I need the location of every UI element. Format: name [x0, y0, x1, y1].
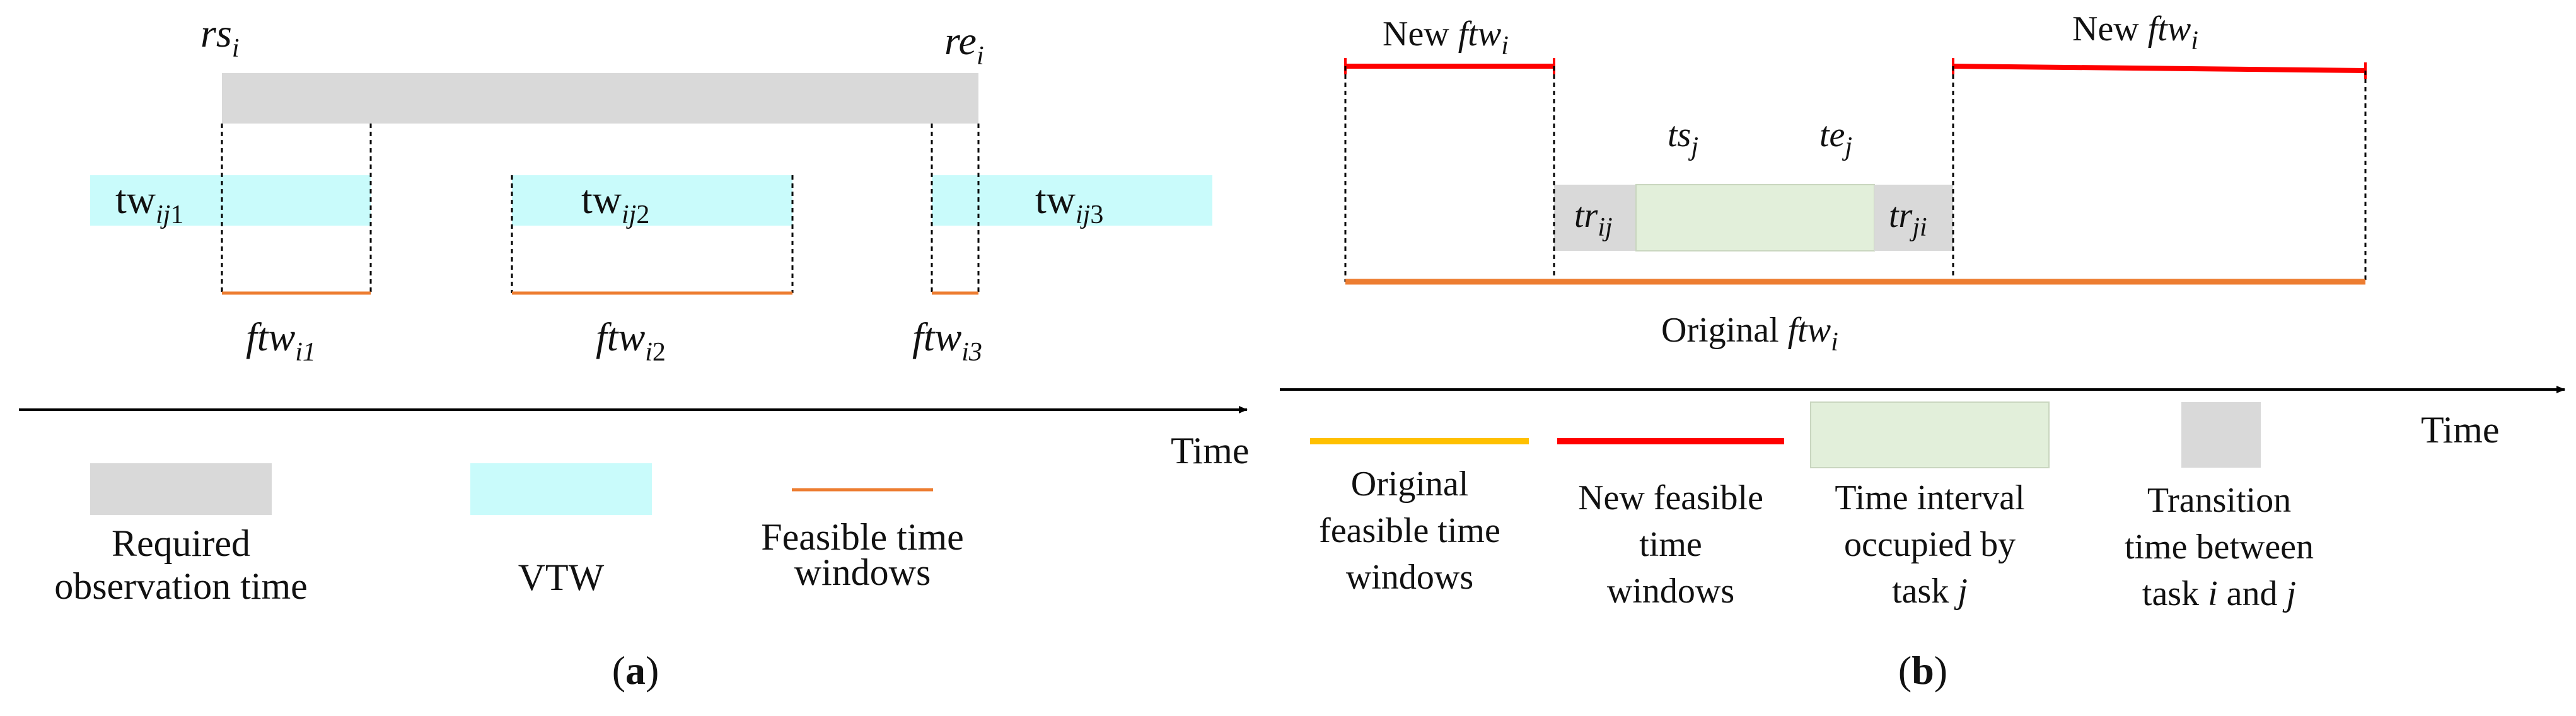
dotted-guides-a: [221, 124, 980, 293]
legend-original-label-3: windows: [1346, 558, 1473, 597]
legend-transition-label-3: task i and j: [2142, 574, 2296, 613]
dotted-guides-b: [1344, 66, 2367, 282]
legend-feasible-label-1: Feasible time: [761, 516, 964, 558]
legend-required-label-1: Required: [112, 523, 250, 564]
tw-ij3-label: twij3: [1035, 177, 1103, 229]
original-ftw-label: Original ftwi: [1661, 311, 1838, 357]
legend-required-swatch: [90, 463, 272, 515]
te-label: tej: [1819, 115, 1852, 161]
rs-label: rsi: [200, 11, 239, 63]
legend-new-label-2: time: [1639, 525, 1702, 564]
legend-new-label-3: windows: [1607, 572, 1734, 611]
new-ftw-right-label: New ftwi: [2072, 9, 2198, 55]
legend-occupied-swatch: [1810, 401, 2050, 468]
legend-original-label-1: Original: [1351, 465, 1469, 504]
vtw-bar-1: [90, 175, 371, 226]
required-observation-bar: [222, 73, 978, 124]
transition-box-ji: [1874, 185, 1953, 251]
transition-box-ij: [1554, 185, 1636, 251]
tr-ij-label: trij: [1574, 196, 1613, 242]
time-label-a: Time: [1171, 430, 1250, 471]
legend-transition-swatch: [2181, 402, 2261, 468]
occupied-interval-box: [1635, 184, 1875, 251]
ftw-i1-label: ftwi1: [246, 315, 316, 367]
caption-a: (a): [612, 648, 659, 693]
legend-new-label-1: New feasible: [1578, 478, 1763, 517]
legend-vtw-swatch: [470, 463, 652, 515]
re-label: rei: [944, 18, 984, 71]
ts-label: tsj: [1668, 115, 1698, 161]
caption-b: (b): [1898, 648, 1947, 693]
legend-vtw-label: VTW: [518, 557, 605, 598]
legend-transition-label-1: Transition: [2147, 481, 2291, 520]
legend-transition-label-2: time between: [2125, 528, 2314, 567]
legend-occupied-label-1: Time interval: [1835, 478, 2024, 517]
legend-feasible-label-2: windows: [794, 551, 931, 593]
new-ftw-line-right: [1952, 64, 2366, 73]
new-ftw-left-label: New ftwi: [1383, 14, 1509, 61]
tw-ij2-label: twij2: [581, 177, 649, 229]
ftw-i2-label: ftwi2: [596, 315, 666, 367]
vtw-bar-2: [512, 175, 792, 226]
legend-required-label-2: observation time: [54, 565, 308, 607]
panel-b: New ftwi New ftwi tsj tej trij trji Orig…: [1280, 9, 2565, 693]
time-label-b: Time: [2421, 409, 2500, 451]
legend-occupied-label-2: occupied by: [1844, 525, 2016, 564]
panel-a: rsi rei twij1 twij2 twij3 ftwi1 ftwi2 ft…: [19, 11, 1250, 693]
tw-ij1-label: twij1: [115, 177, 183, 229]
tr-ji-label: trji: [1889, 196, 1927, 242]
ftw-i3-label: ftwi3: [912, 315, 982, 367]
legend-occupied-label-3: task j: [1892, 572, 1968, 611]
legend-original-label-2: feasible time: [1319, 511, 1500, 550]
